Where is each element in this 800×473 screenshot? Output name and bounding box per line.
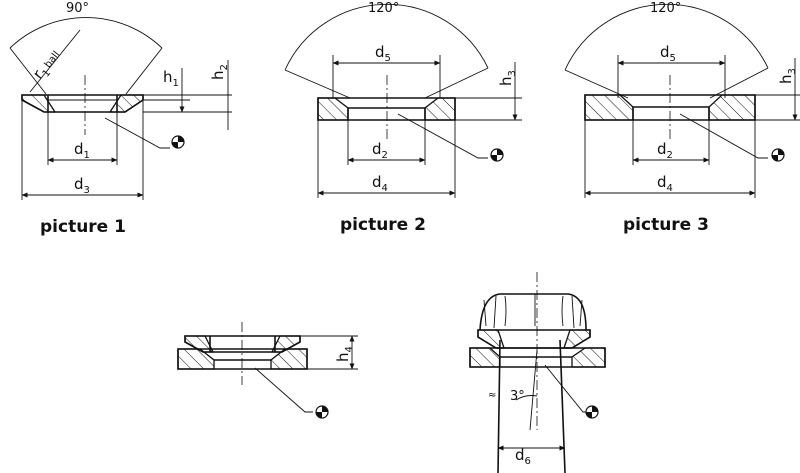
tilt-angle-label: 3°: [510, 389, 525, 404]
assembly-pair-view: h4: [177, 322, 358, 419]
angle-label: 120°: [368, 1, 399, 16]
h2-label: h2: [209, 64, 230, 80]
h4-label: h4: [334, 346, 355, 362]
d2-label: d2: [372, 140, 388, 161]
centre-of-gravity-icon: [315, 405, 329, 419]
picture-2-caption: picture 2: [340, 215, 426, 235]
h3-label: h3: [497, 70, 518, 86]
h1-label: h1: [163, 68, 179, 89]
d5-label: d5: [375, 43, 391, 64]
picture-3-caption: picture 3: [623, 215, 709, 235]
centre-of-gravity-icon: [585, 405, 599, 419]
assembly-bolt-view: 3° ≈ d6: [469, 272, 606, 473]
d5-label: d5: [660, 43, 676, 64]
h3-label: h3: [777, 68, 798, 84]
centre-of-gravity-icon: [771, 148, 785, 162]
angle-arc: [564, 3, 769, 71]
d6-label: d6: [515, 446, 531, 467]
d4-label: d4: [657, 173, 673, 194]
d4-label: d4: [372, 173, 388, 194]
picture-1-caption: picture 1: [40, 217, 126, 237]
washer-section: [21, 94, 144, 113]
angle-label: 90°: [66, 1, 89, 16]
picture-1-view: 90° r1ball h1 h2 d1 d3: [9, 1, 232, 237]
centre-of-gravity-icon: [490, 148, 504, 162]
d1-label: d1: [74, 140, 90, 161]
d2-label: d2: [657, 140, 673, 161]
d3-label: d3: [74, 175, 90, 196]
washer-section: [584, 94, 756, 121]
angle-label: 120°: [650, 1, 681, 16]
picture-2-view: 120° d5 h3 d2 d4 picture 2: [284, 1, 522, 235]
r1-ball-label: r1ball: [29, 46, 66, 85]
angle-arc: [9, 17, 163, 49]
washer-section: [317, 97, 456, 121]
picture-3-view: 120° d5 h3 d2 d4 picture 3: [564, 1, 800, 235]
break-mark: ≈: [488, 390, 496, 401]
centre-of-gravity-icon: [171, 135, 185, 149]
angle-arc: [284, 3, 489, 71]
